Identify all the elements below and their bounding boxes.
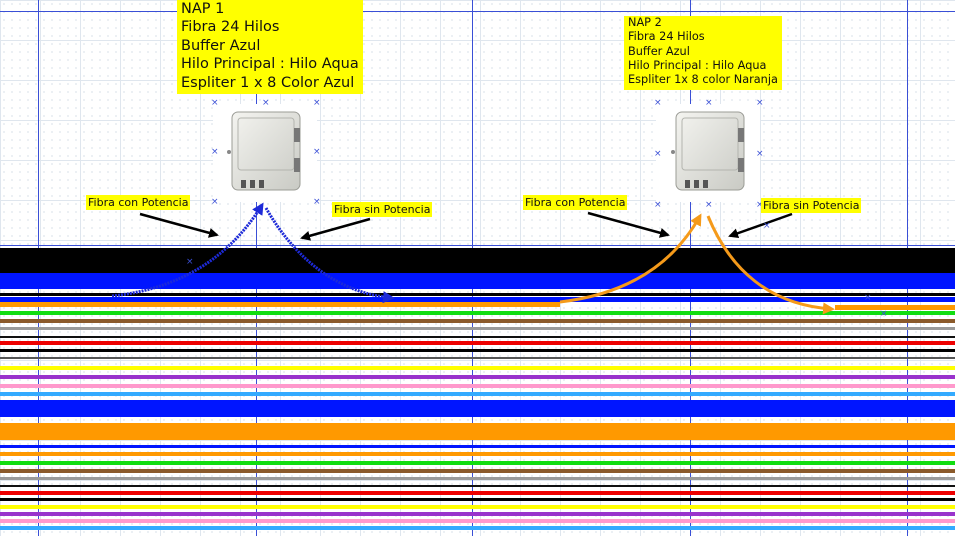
nap2-box-image[interactable] <box>656 104 760 202</box>
fiber-orange <box>0 452 955 456</box>
nap1-fiber-in-arrow <box>111 202 264 298</box>
handle-mark: × <box>756 98 764 108</box>
handle-mark: × <box>763 221 771 231</box>
nap2-main-thread: Hilo Principal : Hilo Aqua <box>628 59 767 73</box>
nap2-label-fibra-sin-potencia[interactable]: Fibra sin Potencia <box>761 198 862 213</box>
nap2-fiber-in-arrow <box>559 213 702 304</box>
nap1-splitter: Espliter 1 x 8 Color Azul <box>181 74 355 91</box>
nap1-title: NAP 1 <box>181 1 225 17</box>
nap2-label[interactable]: NAP 2 Fibra 24 Hilos Buffer Azul Hilo Pr… <box>624 16 782 90</box>
handle-mark: × <box>864 293 872 303</box>
fiber-blue <box>0 445 955 448</box>
fiber-white <box>0 336 955 338</box>
nap1-box-image[interactable] <box>213 104 317 202</box>
fiber-aqua <box>0 526 955 530</box>
nap2-fiber-count: Fibra 24 Hilos <box>628 30 705 44</box>
nap1-con-pointer <box>139 212 219 238</box>
handle-mark: × <box>756 149 764 159</box>
nap2-buffer: Buffer Azul <box>628 44 690 58</box>
nap1-fiber-out-arrow <box>264 207 395 304</box>
fiber-aqua <box>0 392 955 396</box>
fiber-yellow <box>0 366 955 370</box>
fiber-green <box>0 311 955 315</box>
fiber-gray <box>0 327 955 330</box>
fiber-violet <box>0 512 955 516</box>
nap2-sin-pointer <box>728 212 793 239</box>
guide-line <box>0 11 955 12</box>
guide-line <box>0 245 955 246</box>
fiber-orange <box>835 305 955 310</box>
nap2-fiber-out-arrow <box>706 215 835 315</box>
fiber-yellow <box>0 505 955 509</box>
nap2-title: NAP 2 <box>628 16 662 29</box>
fiber-white <box>0 485 955 487</box>
handle-mark: × <box>654 200 662 210</box>
nap2-splitter: Espliter 1x 8 color Naranja <box>628 73 778 87</box>
nap1-main-thread: Hilo Principal : Hilo Aqua <box>181 56 359 73</box>
handle-mark: × <box>705 98 713 108</box>
handle-mark: × <box>880 309 888 319</box>
handle-mark: × <box>654 98 662 108</box>
buffer-tube-blue <box>0 273 955 289</box>
nap1-fiber-count: Fibra 24 Hilos <box>181 19 280 36</box>
fiber-gray <box>0 477 955 480</box>
buffer-tube-blue <box>0 400 955 417</box>
handle-mark: × <box>211 98 219 108</box>
handle-mark: × <box>313 197 321 207</box>
handle-mark: × <box>262 98 270 108</box>
fiber-blue <box>0 297 955 302</box>
fiber-orange <box>0 302 560 307</box>
handle-mark: × <box>654 149 662 159</box>
nap1-label-fibra-con-potencia[interactable]: Fibra con Potencia <box>86 195 191 210</box>
handle-mark: × <box>756 200 764 210</box>
handle-mark: × <box>705 200 713 210</box>
nap1-sin-pointer <box>300 217 371 241</box>
nap2-con-pointer <box>587 211 670 238</box>
nap1-label-fibra-sin-potencia[interactable]: Fibra sin Potencia <box>332 202 433 217</box>
handle-mark: × <box>313 98 321 108</box>
handle-mark: × <box>211 197 219 207</box>
fiber-black <box>0 293 955 296</box>
fiber-red <box>0 491 955 495</box>
fiber-pink <box>0 384 955 388</box>
cable-jacket-black <box>0 248 955 273</box>
fiber-red <box>0 341 955 345</box>
nap1-buffer: Buffer Azul <box>181 37 261 54</box>
fiber-gray <box>0 357 955 359</box>
buffer-tube-orange <box>0 423 955 440</box>
nap1-label[interactable]: NAP 1 Fibra 24 Hilos Buffer Azul Hilo Pr… <box>177 0 363 95</box>
fiber-green <box>0 461 955 465</box>
fiber-violet <box>0 375 955 379</box>
handle-mark: × <box>313 147 321 157</box>
fiber-brown <box>0 319 955 323</box>
fiber-black <box>0 349 955 352</box>
fiber-brown <box>0 469 955 473</box>
fiber-pink <box>0 519 955 523</box>
handle-mark: × <box>186 257 194 267</box>
nap2-label-fibra-con-potencia[interactable]: Fibra con Potencia <box>523 195 628 210</box>
fiber-black <box>0 498 955 501</box>
handle-mark: × <box>211 147 219 157</box>
